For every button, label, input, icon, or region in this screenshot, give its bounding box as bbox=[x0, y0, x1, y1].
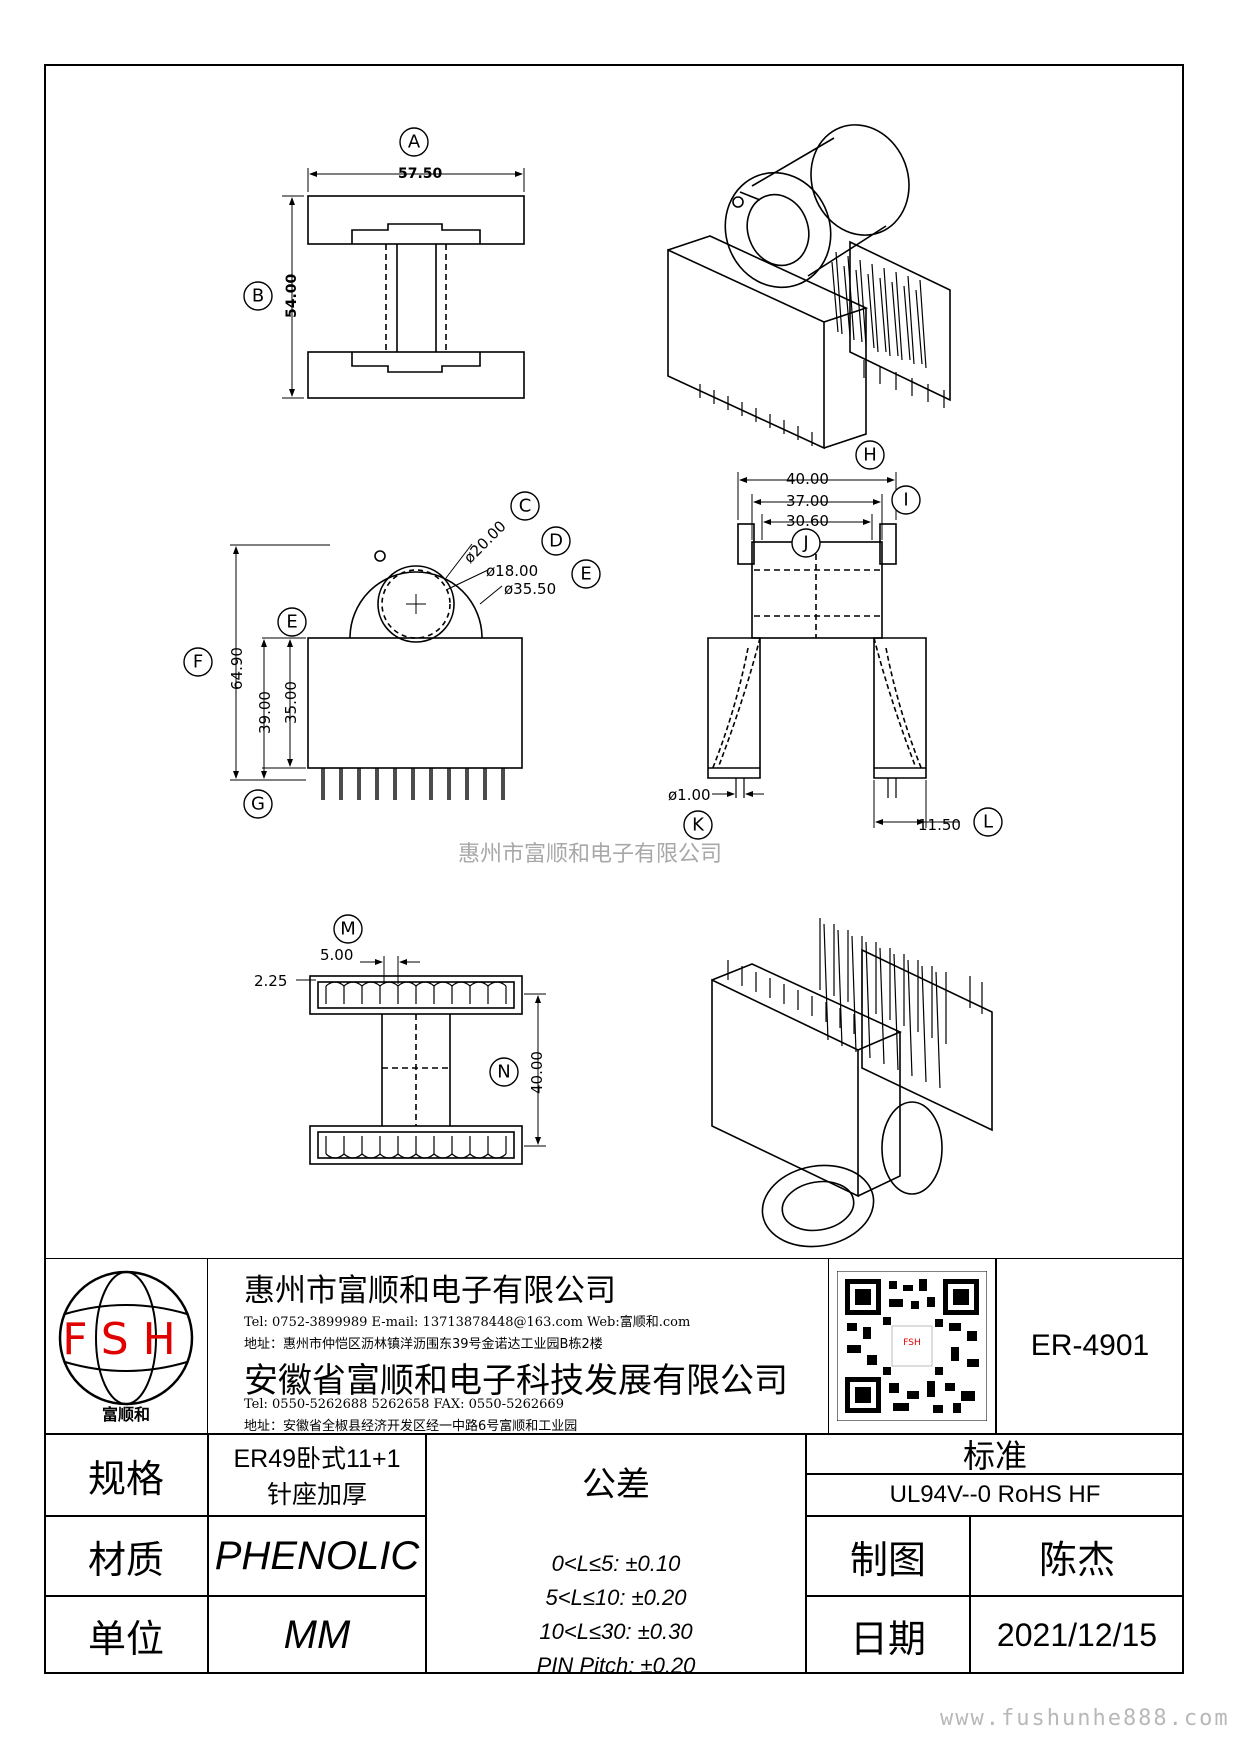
dim-i: 37.00 bbox=[786, 492, 829, 510]
dim-pitch: 2.25 bbox=[254, 972, 287, 990]
front-view bbox=[230, 543, 523, 800]
dim-n: 40.00 bbox=[528, 1051, 546, 1094]
technical-drawing: A B C D E F E G H I J K L M N 57.50 54.0… bbox=[183, 124, 1003, 1248]
balloon-f: F bbox=[193, 652, 203, 673]
isometric-view-1 bbox=[667, 124, 951, 450]
tolerance-4: PIN Pitch: ±0.20 bbox=[536, 1653, 696, 1678]
qr-cell: FSH bbox=[828, 1258, 996, 1434]
dim-c: ø20.00 bbox=[460, 517, 510, 567]
balloon-b: B bbox=[252, 286, 264, 307]
dim-e-dia: ø35.50 bbox=[504, 580, 556, 598]
company2-address: 地址：安徽省全椒县经济开发区经一中路6号富顺和工业园 bbox=[244, 1419, 578, 1434]
balloon-j: J bbox=[802, 533, 808, 554]
part-number: ER-4901 bbox=[996, 1258, 1184, 1434]
dim-j: 30.60 bbox=[786, 512, 829, 530]
tolerance-1: 0<L≤5: ±0.10 bbox=[551, 1551, 681, 1576]
balloon-n: N bbox=[497, 1062, 510, 1083]
company1-address: 地址：惠州市仲恺区沥林镇洋沥围东39号金诺达工业园B栋2楼 bbox=[244, 1337, 603, 1352]
tolerance-label: 公差 bbox=[582, 1465, 650, 1505]
balloon-e: E bbox=[286, 612, 297, 633]
tolerance-3: 10<L≤30: ±0.30 bbox=[539, 1619, 693, 1644]
standard-value: UL94V--0 RoHS HF bbox=[806, 1474, 1184, 1516]
dim-m: 5.00 bbox=[320, 946, 353, 964]
spec-value-line2: 针座加厚 bbox=[266, 1481, 367, 1509]
company2-contact: Tel: 0550-5262688 5262658 FAX: 0550-5262… bbox=[244, 1397, 564, 1412]
balloon-d: D bbox=[549, 531, 563, 552]
spec-value: ER49卧式11+1 针座加厚 bbox=[208, 1434, 426, 1516]
balloon-h: H bbox=[863, 445, 877, 466]
logo-cell: FSH 富顺和 bbox=[44, 1258, 208, 1434]
material-value: PHENOLIC bbox=[208, 1516, 426, 1596]
dim-d: ø18.00 bbox=[486, 562, 538, 580]
dim-g: 35.00 bbox=[282, 681, 300, 724]
unit-value: MM bbox=[208, 1596, 426, 1674]
balloon-g: G bbox=[251, 794, 265, 815]
dim-k: ø1.00 bbox=[668, 786, 711, 804]
balloon-m: M bbox=[340, 919, 356, 940]
drawn-label: 制图 bbox=[806, 1516, 970, 1596]
dim-a: 57.50 bbox=[398, 166, 443, 182]
spec-label: 规格 bbox=[44, 1434, 208, 1516]
balloon-k: K bbox=[692, 815, 705, 836]
balloon-i: I bbox=[903, 490, 908, 511]
top-view bbox=[282, 168, 525, 399]
tolerance-2: 5<L≤10: ±0.20 bbox=[545, 1585, 687, 1610]
unit-label: 单位 bbox=[44, 1596, 208, 1674]
balloon-c: C bbox=[519, 496, 532, 517]
bottom-view bbox=[296, 956, 546, 1165]
company-header: 惠州市富顺和电子有限公司 Tel: 0752-3899989 E-mail: 1… bbox=[208, 1258, 828, 1434]
balloon-e-dia: E bbox=[580, 564, 591, 585]
dimension-balloons bbox=[183, 127, 1003, 1087]
logo-letters: FSH bbox=[62, 1314, 190, 1365]
watermark-company: 惠州市富顺和电子有限公司 bbox=[458, 842, 723, 867]
standard-label: 标准 bbox=[806, 1434, 1184, 1475]
dim-l: 11.50 bbox=[918, 816, 961, 834]
svg-text:FSH: FSH bbox=[903, 1338, 921, 1348]
drawn-value: 陈杰 bbox=[970, 1516, 1184, 1596]
spec-value-line1: ER49卧式11+1 bbox=[233, 1445, 401, 1473]
qr-code-icon: FSH bbox=[837, 1271, 987, 1421]
tolerance-cell: 公差 0<L≤5: ±0.10 5<L≤10: ±0.20 10<L≤30: ±… bbox=[426, 1434, 806, 1678]
isometric-view-2 bbox=[711, 918, 993, 1248]
dim-h: 40.00 bbox=[786, 470, 829, 488]
logo-caption: 富顺和 bbox=[102, 1405, 150, 1424]
date-label: 日期 bbox=[806, 1596, 970, 1674]
company2-name: 安徽省富顺和电子科技发展有限公司 bbox=[244, 1361, 788, 1401]
watermark-url: www.fushunhe888.com bbox=[940, 1706, 1230, 1731]
material-label: 材质 bbox=[44, 1516, 208, 1596]
dim-b: 54.00 bbox=[284, 273, 300, 318]
tolerance-list: 0<L≤5: ±0.10 5<L≤10: ±0.20 10<L≤30: ±0.3… bbox=[427, 1547, 805, 1683]
company1-name: 惠州市富顺和电子有限公司 bbox=[244, 1273, 616, 1309]
side-view bbox=[707, 472, 960, 828]
dim-e: 39.00 bbox=[256, 691, 274, 734]
balloon-a: A bbox=[408, 132, 421, 153]
balloon-l: L bbox=[983, 812, 993, 833]
fsh-logo: FSH 富顺和 bbox=[58, 1270, 194, 1424]
date-value: 2021/12/15 bbox=[970, 1596, 1184, 1674]
dim-f: 64.90 bbox=[228, 647, 246, 690]
company1-contact: Tel: 0752-3899989 E-mail: 13713878448@16… bbox=[244, 1315, 691, 1330]
